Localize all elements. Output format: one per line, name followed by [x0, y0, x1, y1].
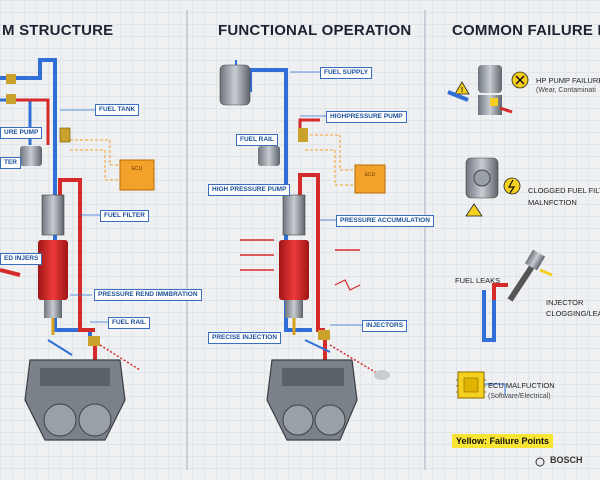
structure-ecu-wire-2 [70, 149, 120, 181]
bosch-logo-icon [535, 457, 545, 467]
hp-pump-outlet-line [499, 106, 513, 114]
structure-fitting-icon [6, 94, 16, 104]
structure-pump-body [41, 194, 65, 236]
operation-accumulator [279, 240, 309, 300]
injector-fault-mark [539, 268, 553, 277]
failure-hp-pump-sub: (Wear, Contaminati [536, 87, 596, 94]
operation-label-injectors: INJECTORS [362, 320, 408, 332]
operation-cylinder-2 [314, 404, 346, 436]
operation-label-fuel-supply: FUEL SUPPLY [320, 67, 373, 79]
hp-pump-flag-icon [490, 98, 498, 106]
ecu-wire [484, 383, 506, 395]
structure-title: M STRUCTURE [2, 22, 114, 39]
operation-cylinder [282, 404, 314, 436]
failure-injector-label: INJECTOR [546, 298, 584, 307]
structure-valve-icon [59, 127, 71, 143]
legend-failure-points: Yellow: Failure Points [452, 434, 554, 448]
operation-label-pressure-accumulation: PRESSURE ACCUMULATION [336, 215, 434, 227]
operation-label-hp-pump-top: HIGHPRESSURE PUMP [326, 111, 407, 123]
structure-label-pump: URE PUMP [0, 127, 43, 139]
structure-cylinder-2 [78, 403, 112, 437]
operation-filter-icon [258, 146, 280, 166]
panel-divider-2 [424, 10, 426, 470]
operation-engine-head [282, 368, 344, 386]
structure-ecu-wire [70, 139, 120, 166]
failure-filter-label: CLOGGED FUEL FILTER [528, 186, 600, 195]
operation-tank-icon [219, 64, 251, 106]
failure-ecu-label: ECU MALFUCTION [488, 381, 555, 390]
structure-engine-head [40, 368, 110, 386]
operation-label-fuel-rail: FUEL RAIL [236, 134, 278, 146]
brand-label: BOSCH [550, 455, 583, 465]
structure-label-injectors: ED INJERS [0, 253, 43, 265]
hp-pump-x-icon [515, 75, 525, 85]
operation-ecu-wire-2 [305, 149, 355, 186]
failure-filter-sub: MALNFCTION [528, 198, 577, 207]
operation-flow-arrow [304, 339, 331, 353]
structure-label-fuel-tank: FUEL TANK [95, 104, 140, 116]
structure-ecu-box [119, 159, 155, 191]
warning-mark: ! [461, 87, 463, 94]
failure-diagram: ! [447, 65, 553, 467]
operation-spray [329, 344, 381, 376]
operation-valve-icon [298, 128, 308, 142]
filter-fault-icon [503, 177, 521, 195]
operation-spray-cloud [374, 370, 390, 380]
operation-label-precise-injection: PRECISE INJECTION [208, 332, 282, 344]
leak-high-line [492, 283, 508, 300]
injector-icon [507, 260, 538, 302]
failure-ecu-sub: (Software/Electrical) [488, 393, 551, 400]
failure-title: COMMON FAILURE POI [452, 22, 600, 39]
structure-fitting-icon-2 [6, 74, 16, 84]
failure-leaks-label: FUEL LEAKS [455, 276, 501, 285]
structure-cylinder [43, 403, 77, 437]
injector-head-icon [524, 249, 546, 271]
structure-rail-fitting-icon [88, 336, 100, 346]
operation-ecu-wire [305, 134, 355, 171]
structure-label-fuel-filter: FUEL FILTER [100, 210, 149, 222]
ecu-chip-core [463, 377, 479, 393]
operation-label-hp-pump: HIGH PRESSURE PUMP [208, 184, 291, 196]
structure-diagram: ECU [0, 58, 155, 441]
structure-filter-icon [20, 146, 42, 166]
ecu-chip-pins [456, 379, 486, 393]
failure-injector-sub: CLOGGING/LEAK [546, 309, 600, 318]
operation-diagram: ECU [219, 60, 390, 441]
structure-label-fuel-rail: FUEL RAIL [108, 317, 150, 329]
structure-accumulator [38, 240, 68, 300]
leak-low-line [482, 290, 496, 342]
structure-injector-body [44, 300, 62, 318]
operation-pulse-icon [334, 279, 361, 291]
failure-hp-pump-label: HP PUMP FAILURE [536, 76, 600, 85]
operation-rail-fitting-icon [318, 330, 330, 340]
structure-high-pressure-line [58, 178, 95, 332]
structure-label-filter: TER [0, 157, 21, 169]
structure-flow-arrow [47, 339, 73, 356]
hp-pump-inlet-line [447, 90, 469, 102]
filter-fan-icon [473, 169, 491, 187]
structure-return-line [12, 98, 50, 145]
hp-pump-warning-icon [454, 81, 470, 95]
panel-divider [186, 10, 188, 470]
structure-ecu-text: ECU [132, 166, 143, 172]
filter-warning-icon [465, 203, 483, 217]
structure-inlet-line [0, 268, 21, 277]
filter-bolt-icon [507, 179, 516, 194]
operation-injector-body [285, 300, 303, 318]
operation-ecu-box [354, 164, 386, 194]
operation-pump-body [282, 194, 306, 236]
hp-pump-icon [478, 65, 502, 93]
operation-title: FUNCTIONAL OPERATION [218, 22, 412, 39]
structure-label-pressure-regulation: PRESSURE REND IMMBRATION [94, 289, 202, 301]
operation-ecu-text: ECU [365, 172, 376, 178]
